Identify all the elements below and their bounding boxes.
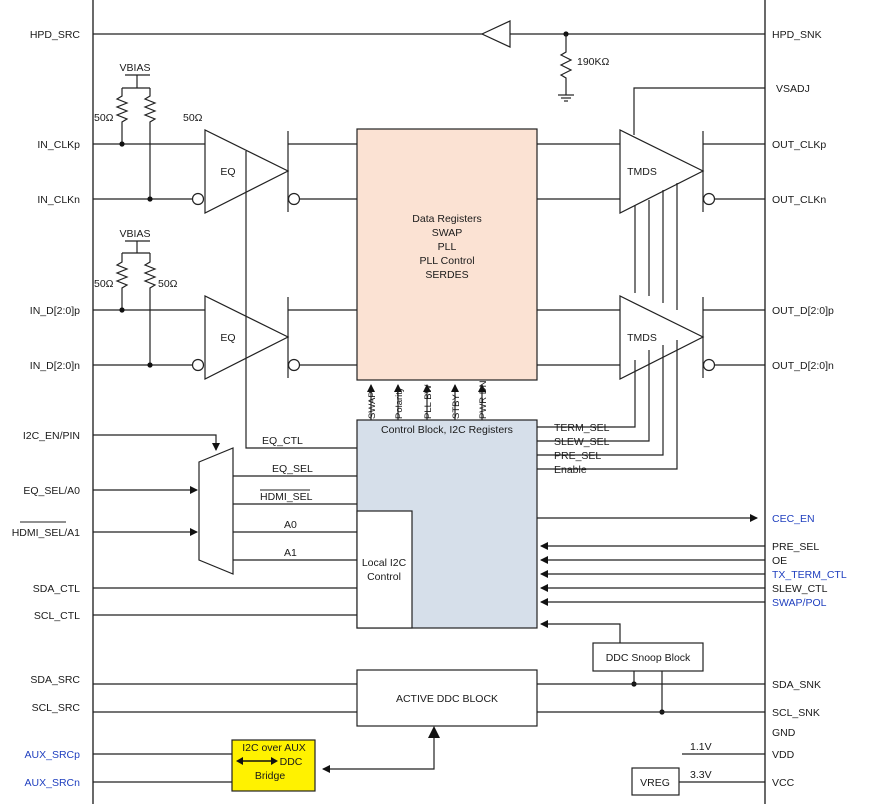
r50-label: 50Ω [158,278,178,290]
tmds-data-driver-icon [619,295,705,380]
data-registers-line: Data Registers [412,213,481,225]
pin-scl-snk: SCL_SNK [772,707,820,719]
ddc-snoop-block [592,642,704,672]
resistor-50-icon [143,253,157,365]
pin-out-dp: OUT_D[2:0]p [772,305,834,317]
pin-sda-snk: SDA_SNK [772,679,821,691]
pin-in-clkp: IN_CLKp [37,139,80,151]
pin-cec-en: CEC_EN [772,513,815,525]
signal-eq-ctl: EQ_CTL [262,435,303,447]
hpd-buffer-icon [480,20,511,48]
data-registers-line: PLL Control [419,255,474,267]
pin-out-clkp: OUT_CLKp [772,139,826,151]
data-registers-line: SERDES [425,269,468,281]
pin-vcc: VCC [772,777,795,789]
eq-data-label: EQ [220,332,235,344]
local-i2c-label: Local I2C [362,557,407,569]
signal-a1: A1 [284,547,297,559]
pin-hpd-snk: HPD_SNK [772,29,822,41]
vbias-label: VBIAS [120,228,151,240]
pin-gnd: GND [772,727,796,739]
resistor-190k-icon [559,34,573,95]
vreg-label: VREG [640,777,670,789]
pin-in-dp: IN_D[2:0]p [30,305,80,317]
pin-out-clkn: OUT_CLKn [772,194,826,206]
i2c-over-aux-bridge [231,739,316,792]
data-registers-block [356,128,538,381]
vreg-block [631,767,680,796]
tmds-data-label: TMDS [627,332,657,344]
pin-eq-sel: EQ_SEL/A0 [23,485,80,497]
pin-tx-term-ctl: TX_TERM_CTL [772,569,847,581]
resistor-50-icon [143,88,157,199]
pin-hdmi-sel-a1: HDMI_SEL/A1 [12,527,80,539]
pin-sda-src: SDA_SRC [30,674,80,686]
r190k-label: 190KΩ [577,56,610,68]
r50-label: 50Ω [94,278,114,290]
pin-aux-srcp: AUX_SRCp [25,749,81,761]
signal-term-sel: TERM_SEL [554,422,610,434]
signal-polarity: Polarity [394,387,405,419]
r50-label: 50Ω [94,112,114,124]
active-ddc-block [356,669,538,727]
pin-swap-pol: SWAP/POL [772,597,827,609]
vbias-label: VBIAS [120,62,151,74]
signal-pll-bw: PLL BW [423,384,434,419]
pin-i2c-en: I2C_EN/PIN [23,430,80,442]
data-registers-line: SWAP [432,227,463,239]
signal-hdmi-sel: HDMI_SEL [260,491,313,503]
bridge-label: DDC [280,756,303,768]
pin-aux-srcn: AUX_SRCn [25,777,81,789]
signal-a0: A0 [284,519,297,531]
pin-pre-sel: PRE_SEL [772,541,819,553]
signal-pwr-dn: PWR DN [478,380,489,419]
signal-stby: STBY [451,394,462,419]
resistor-50-icon [115,253,129,310]
signal-pre-sel: PRE_SEL [554,450,601,462]
tmds-clock-label: TMDS [627,166,657,178]
mux-icon [198,447,234,575]
pin-oe: OE [772,555,787,567]
pin-vdd: VDD [772,749,795,761]
v33-label: 3.3V [690,769,712,781]
signal-enable: Enable [554,464,587,476]
pin-sda-ctl: SDA_CTL [33,583,80,595]
r50-label: 50Ω [183,112,203,124]
resistor-50-icon [115,88,129,144]
pin-in-dn: IN_D[2:0]n [30,360,80,372]
pin-scl-ctl: SCL_CTL [34,610,80,622]
local-i2c-label: Control [367,571,401,583]
pin-vsadj: VSADJ [776,83,810,95]
v11-label: 1.1V [690,741,712,753]
pin-in-clkn: IN_CLKn [37,194,80,206]
pin-slew-ctl: SLEW_CTL [772,583,828,595]
bridge-label: Bridge [255,770,286,782]
bridge-label: I2C over AUX [242,742,306,754]
tmds-clock-driver-icon [619,129,705,214]
eq-clock-label: EQ [220,166,235,178]
pin-scl-src: SCL_SRC [32,702,81,714]
signal-eq-sel: EQ_SEL [272,463,313,475]
active-ddc-label: ACTIVE DDC BLOCK [396,693,498,705]
local-i2c-control-block [356,510,413,629]
data-registers-line: PLL [438,241,457,253]
pin-hpd-src: HPD_SRC [30,29,81,41]
pin-out-dn: OUT_D[2:0]n [772,360,834,372]
signal-swap: SWAP [367,391,378,419]
signal-slew-sel: SLEW_SEL [554,436,610,448]
ddc-snoop-label: DDC Snoop Block [606,652,691,664]
control-block-label: Control Block, I2C Registers [381,424,513,436]
